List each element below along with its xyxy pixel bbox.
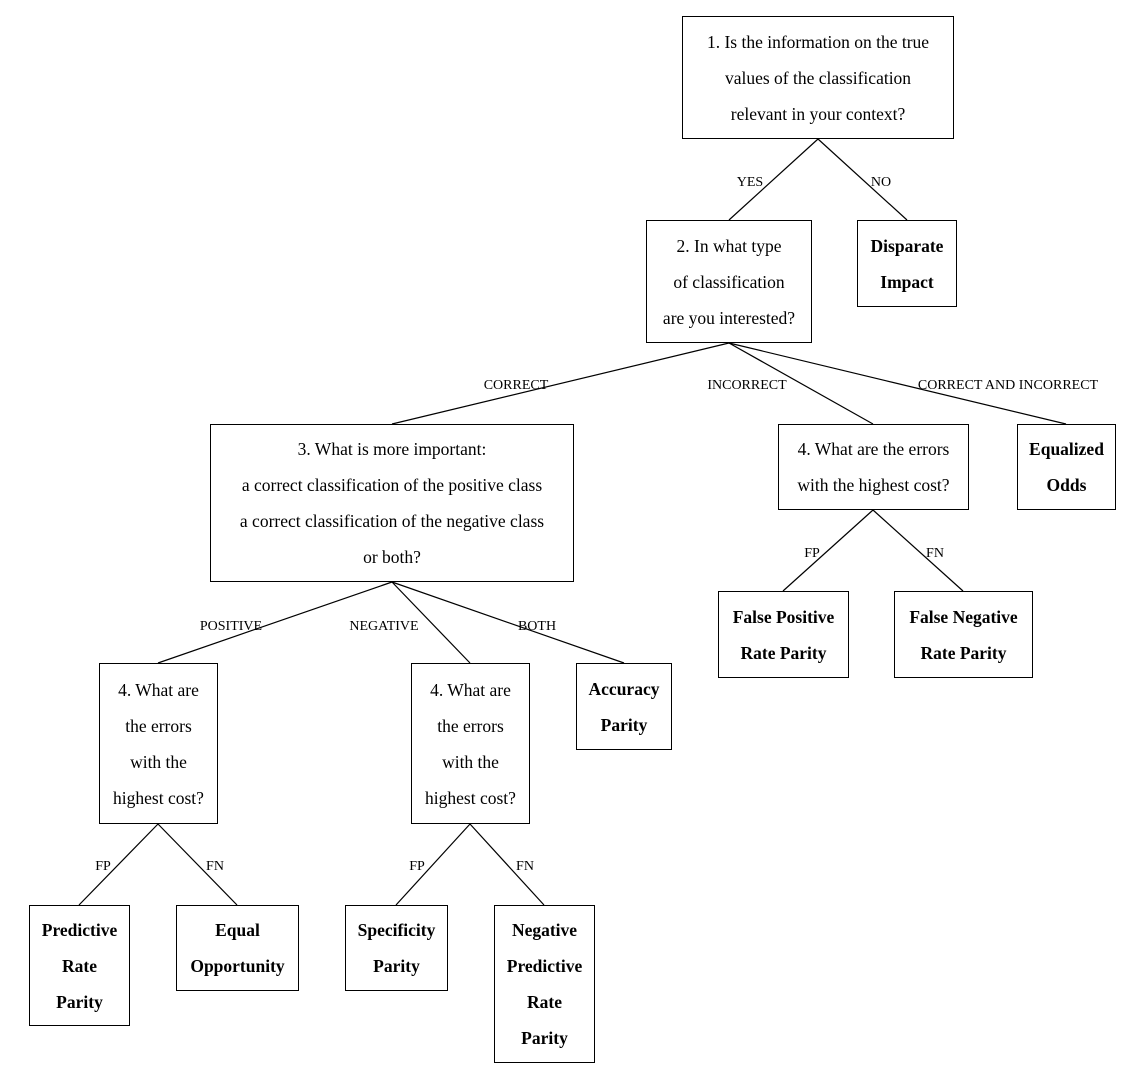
- node-text-line: 2. In what type: [676, 235, 782, 256]
- node-text-line: Predictive: [506, 956, 583, 976]
- node-text-line: with the highest cost?: [797, 475, 950, 495]
- node-text-line: 4. What are the errors: [797, 439, 950, 459]
- node-text-line: a correct classification of the negative…: [239, 511, 545, 531]
- node-text-line: Odds: [1046, 475, 1087, 495]
- node-text-line: Equal: [215, 920, 260, 940]
- edge-q4-negative-npr: [469, 823, 545, 906]
- question-4-positive-node: 4. What are the errors with the highest cos…: [99, 663, 218, 824]
- edge-q4-positive-eo: [157, 823, 238, 906]
- edge-label-fp: FP: [804, 546, 820, 561]
- node-text-line: Predictive: [41, 919, 118, 940]
- edge-label-fn: FN: [206, 859, 224, 874]
- node-text-line: Rate Parity: [740, 642, 827, 663]
- node-text-line: Parity: [56, 991, 103, 1012]
- node-text-line: Accuracy: [588, 678, 660, 699]
- edge-label-incorrect: INCORRECT: [707, 378, 787, 393]
- node-text-line: of classification: [673, 271, 785, 292]
- node-text-line: a correct classification of the positive…: [241, 475, 543, 495]
- edge-q2-equalized-odds: [728, 342, 1067, 425]
- node-text-line: relevant in your context?: [730, 103, 906, 124]
- node-text-line: Equalized: [1029, 439, 1104, 459]
- node-text-line: 4. What are: [118, 679, 199, 700]
- edge-q4-positive-prp: [78, 823, 159, 906]
- edge-q2-q3: [391, 342, 730, 425]
- edge-label-fn: FN: [516, 859, 534, 874]
- node-text-line: highest cost?: [113, 787, 204, 808]
- edge-q2-q4-incorrect: [728, 342, 874, 425]
- question-3-node: 3. What is more important: a correct clas…: [210, 424, 574, 582]
- node-text-line: Rate: [62, 955, 97, 976]
- edge-label-fn: FN: [926, 546, 944, 561]
- node-text-line: 4. What are: [430, 679, 511, 700]
- node-text-line: Negative: [511, 920, 578, 940]
- node-text-line: the errors: [437, 715, 504, 736]
- node-text-line: 1. Is the information on the true: [706, 31, 930, 52]
- node-text-line: are you interested?: [662, 307, 796, 328]
- edge-label-correct: CORRECT: [484, 378, 549, 393]
- node-text-line: False Negative: [909, 606, 1018, 627]
- node-text-line: Rate Parity: [920, 642, 1007, 663]
- node-text-line: Specificity: [357, 920, 436, 940]
- edge-label-no: NO: [871, 175, 891, 190]
- node-text-line: the errors: [125, 715, 192, 736]
- edge-label-positive: POSITIVE: [200, 619, 262, 634]
- edge-label-both: BOTH: [518, 619, 556, 634]
- edge-q4-incorrect-fnr: [872, 509, 964, 592]
- node-text-line: with the: [442, 751, 499, 772]
- edge-q1-q2: [728, 138, 819, 221]
- node-text-line: Impact: [880, 271, 934, 292]
- edge-label-negative: NEGATIVE: [349, 619, 418, 634]
- edge-label-fp: FP: [95, 859, 111, 874]
- node-text-line: 3. What is more important:: [297, 439, 487, 459]
- edge-q3-q4-negative: [391, 581, 471, 664]
- question-4-incorrect-node: 4. What are the errors with the highest c…: [778, 424, 969, 510]
- node-text-line: Disparate: [870, 235, 944, 256]
- node-text-line: Parity: [600, 714, 648, 735]
- node-text-line: Opportunity: [190, 956, 285, 976]
- node-text-line: Parity: [373, 956, 420, 976]
- question-2-node: 2. In what type of classification are you …: [646, 220, 812, 343]
- node-text-line: Rate: [527, 992, 562, 1012]
- edge-label-yes: YES: [737, 175, 763, 190]
- edge-q4-negative-sp: [395, 823, 471, 906]
- node-text-line: with the: [130, 751, 187, 772]
- edge-label-correct-and-incorrect: CORRECT AND INCORRECT: [918, 378, 1099, 393]
- edge-q4-incorrect-fpr: [782, 509, 874, 592]
- edge-label-fp: FP: [409, 859, 425, 874]
- edge-q3-accuracy-parity: [391, 581, 625, 664]
- node-text-line: values of the classification: [724, 67, 912, 88]
- node-text-line: False Positive: [732, 606, 835, 627]
- question-1-node: 1. Is the information on the true values …: [682, 16, 954, 139]
- node-text-line: highest cost?: [425, 787, 516, 808]
- question-4-negative-node: 4. What are the errors with the highest cos…: [411, 663, 530, 824]
- node-text-line: or both?: [363, 547, 421, 567]
- edge-q3-q4-positive: [157, 581, 393, 664]
- node-text-line: Parity: [521, 1028, 568, 1048]
- edge-q1-disparate-impact: [817, 138, 908, 221]
